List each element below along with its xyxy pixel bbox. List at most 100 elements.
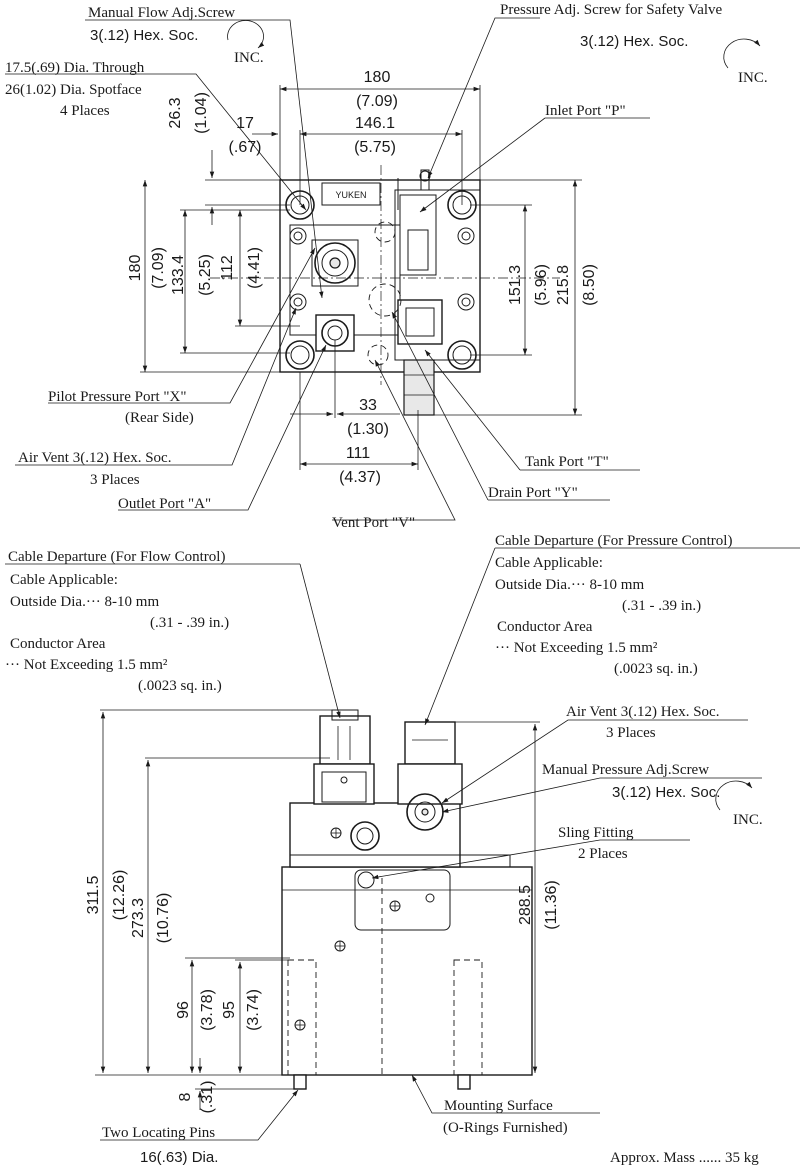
label-front-inc: INC. (733, 812, 763, 828)
flow-control-solenoid (313, 709, 375, 805)
label-cable-press-applicable: Cable Applicable: (495, 555, 603, 571)
front-leader-lines (5, 547, 800, 1141)
air-vent-screws (289, 227, 475, 311)
dim-273-in: (10.76) (155, 893, 172, 944)
label-inc-pressure: INC. (738, 70, 768, 86)
label-mounting-surface: Mounting Surface (444, 1098, 553, 1114)
label-inlet-port: Inlet Port "P" (545, 103, 626, 119)
label-manual-flow-adj: Manual Flow Adj.Screw (88, 5, 235, 21)
dim-151: 151.3 (507, 265, 524, 305)
nameplate-text: YUKEN (335, 190, 366, 200)
dim-33: 33 (359, 397, 377, 414)
locating-pin-left (293, 1074, 307, 1090)
dim-180-w: 180 (364, 69, 391, 86)
label-through-hole: 17.5(.69) Dia. Through (5, 60, 145, 76)
dim-180-h: 180 (127, 255, 144, 282)
label-three-places-top: 3 Places (90, 472, 140, 488)
locating-pin-right (457, 1074, 471, 1090)
label-vent-port: Vent Port "V" (332, 515, 415, 531)
label-drain-port: Drain Port "Y" (488, 485, 578, 501)
dim-146-in: (5.75) (354, 139, 396, 156)
dim-26-in: (1.04) (193, 92, 210, 134)
dim-146: 146.1 (355, 115, 395, 132)
dim-96-in: (3.78) (199, 989, 216, 1031)
label-three-places-front: 3 Places (606, 725, 656, 741)
inc-arrow-flow (227, 20, 265, 49)
dim-288: 288.5 (517, 885, 534, 925)
label-cable-flow-title: Cable Departure (For Flow Control) (8, 549, 225, 565)
top-view: YUKEN (5, 2, 768, 531)
label-tank-port: Tank Port "T" (525, 454, 609, 470)
label-cable-press-notexc: ··· Not Exceeding 1.5 mm² (495, 640, 658, 656)
lower-body (281, 866, 533, 1076)
front-dimension-lines (95, 709, 540, 1110)
label-manual-pressure-adj: Manual Pressure Adj.Screw (542, 762, 709, 778)
center-lines (210, 165, 560, 385)
label-air-vent-front: Air Vent 3(.12) Hex. Soc. (566, 704, 719, 720)
dim-288-in: (11.36) (543, 880, 560, 930)
pressure-valve-plate (394, 189, 481, 361)
pressure-solenoid (397, 194, 443, 416)
label-approx-mass: Approx. Mass ...... 35 kg (610, 1150, 759, 1166)
label-cable-press-cond: Conductor Area (497, 619, 593, 635)
inc-arrow-pressure (723, 38, 761, 69)
dim-95: 95 (221, 1001, 238, 1019)
label-cable-press-od: Outside Dia.··· 8-10 mm (495, 577, 644, 593)
pin-body-right (453, 959, 483, 1076)
label-rear-side: (Rear Side) (125, 410, 194, 426)
dim-311: 311.5 (85, 875, 102, 914)
dim-180-w-in: (7.09) (356, 93, 398, 110)
label-pressure-hex-soc: 3(.12) Hex. Soc. (580, 33, 688, 50)
label-cable-press-sqin: (.0023 sq. in.) (614, 661, 698, 677)
upper-block (289, 802, 461, 868)
label-pin-dia: 16(.63) Dia. (140, 1149, 218, 1166)
label-spotface: 26(1.02) Dia. Spotface (5, 82, 142, 98)
label-pressure-adj-screw: Pressure Adj. Screw for Safety Valve (500, 2, 723, 18)
leader-lines (5, 17, 650, 521)
dim-17: 17 (236, 115, 254, 132)
internal-cover (354, 869, 451, 931)
label-o-rings: (O-Rings Furnished) (443, 1120, 568, 1136)
dim-133-in: (5.25) (197, 254, 214, 296)
dim-215: 215.8 (555, 265, 572, 305)
label-cable-flow-sqin: (.0023 sq. in.) (138, 678, 222, 694)
dim-311-in: (12.26) (111, 870, 128, 921)
dim-96: 96 (175, 1001, 192, 1019)
dim-151-in: (5.96) (533, 264, 550, 306)
label-cable-flow-cond: Conductor Area (10, 636, 106, 652)
label-inc-flow: INC. (234, 50, 264, 66)
dim-215-in: (8.50) (581, 264, 598, 306)
label-two-places: 2 Places (578, 846, 628, 862)
dim-8-in: (.31) (199, 1081, 216, 1114)
label-cable-flow-applicable: Cable Applicable: (10, 572, 118, 588)
label-pilot-port: Pilot Pressure Port "X" (48, 389, 187, 405)
label-cable-press-title: Cable Departure (For Pressure Control) (495, 533, 732, 549)
label-flow-hex-soc: 3(.12) Hex. Soc. (90, 27, 198, 44)
dim-17-in: (.67) (229, 139, 262, 156)
dim-33-in: (1.30) (347, 421, 389, 438)
nameplate: YUKEN (321, 182, 381, 206)
label-locating-pins: Two Locating Pins (102, 1125, 215, 1141)
flow-adjust-knob (311, 239, 359, 287)
label-cable-press-od-in: (.31 - .39 in.) (622, 598, 701, 614)
label-outlet-port: Outlet Port "A" (118, 496, 211, 512)
dim-8: 8 (177, 1092, 194, 1101)
dimension-lines (140, 85, 582, 470)
internal-ports (367, 169, 431, 366)
dim-26: 26.3 (167, 97, 184, 128)
dim-180-h-in: (7.09) (150, 247, 167, 289)
valve-body-plate (279, 179, 481, 373)
dim-95-in: (3.74) (245, 989, 262, 1031)
label-cable-flow-od: Outside Dia.··· 8-10 mm (10, 594, 159, 610)
label-four-places: 4 Places (60, 103, 110, 119)
pin-body-left (287, 959, 317, 1076)
dim-273: 273.3 (130, 898, 147, 938)
dim-112-in: (4.41) (246, 247, 263, 289)
label-cable-flow-notexc: ··· Not Exceeding 1.5 mm² (5, 657, 168, 673)
dim-111: 111 (346, 445, 370, 462)
sling-fitting (350, 821, 383, 1075)
dim-111-in: (4.37) (339, 469, 381, 486)
label-air-vent-top: Air Vent 3(.12) Hex. Soc. (18, 450, 171, 466)
